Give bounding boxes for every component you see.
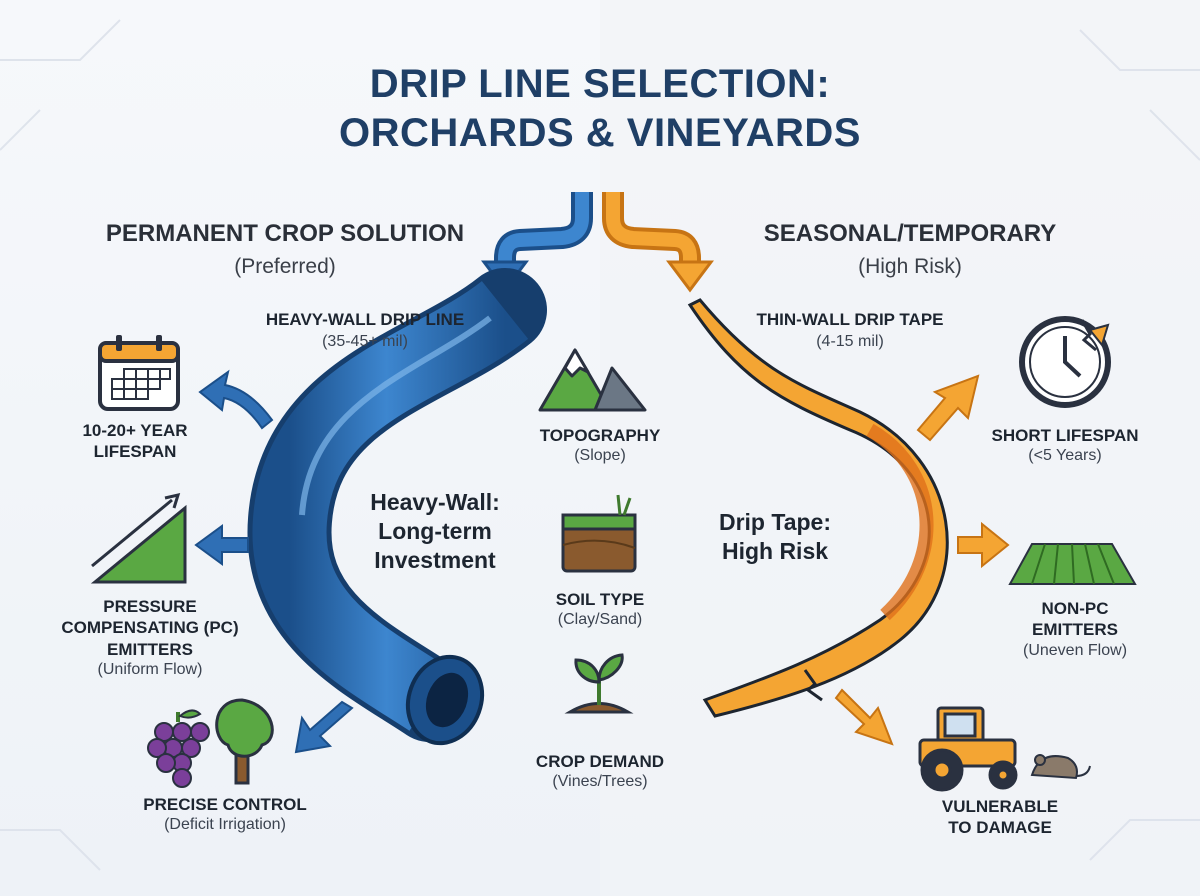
thin-wall-tape — [687, 298, 949, 718]
risk-nonpc-line-1: NON-PC — [1041, 599, 1109, 618]
risk-nonpc-line-2: EMITTERS — [1032, 620, 1118, 640]
tractor-icon — [918, 706, 1018, 792]
heavy-wall-line-2: Long-term — [378, 517, 492, 544]
factor-soil-note: (Clay/Sand) — [557, 611, 643, 629]
factor-soil-label: SOIL TYPE — [555, 590, 645, 609]
left-heading-sub: (Preferred) — [234, 255, 336, 278]
benefit-precise-line-1: PRECISE CONTROL — [143, 795, 307, 814]
benefit-lifespan-line-2: LIFESPAN — [93, 442, 177, 462]
risk-nonpc-note: (Uneven Flow) — [1022, 641, 1128, 659]
grapes-icon — [147, 709, 210, 788]
heavy-wall-line-1: Heavy-Wall: — [370, 489, 500, 515]
title-line-2: ORCHARDS & VINEYARDS — [339, 110, 861, 155]
benefit-pc-line-2: COMPENSATING (PC) — [61, 618, 239, 638]
benefit-precise-control: PRECISE CONTROL (Deficit Irrigation) — [95, 795, 355, 835]
benefit-precise-note: (Deficit Irrigation) — [164, 816, 286, 834]
left-arrows — [194, 369, 354, 754]
calendar-icon — [98, 335, 180, 411]
benefit-pc-note: (Uniform Flow) — [97, 660, 203, 678]
tape-spec: (4-15 mil) — [816, 333, 884, 350]
risk-vulnerable: VULNERABLE TO DAMAGE — [900, 796, 1100, 839]
risk-lifespan-line-1: SHORT LIFESPAN — [991, 426, 1139, 445]
right-arrows — [834, 374, 1010, 746]
factor-crop-label: CROP DEMAND — [535, 752, 665, 771]
left-heading: PERMANENT CROP SOLUTION — [105, 220, 465, 247]
title-line-1: DRIP LINE SELECTION: — [369, 62, 831, 106]
pressure-slope-icon — [90, 492, 187, 584]
mouse-icon — [1030, 754, 1091, 780]
benefit-pc-emitters: PRESSURE COMPENSATING (PC) EMITTERS (Uni… — [30, 596, 270, 679]
benefit-pc-line-1: PRESSURE — [103, 597, 197, 616]
benefit-lifespan: 10-20+ YEAR LIFESPAN — [40, 420, 230, 463]
background-lines — [0, 19, 1200, 871]
drip-tape-line-1: Drip Tape: — [718, 509, 832, 535]
factor-crop-note: (Vines/Trees) — [552, 773, 648, 791]
tape-label: THIN-WALL DRIP TAPE — [756, 310, 944, 329]
heavy-wall-center-label: Heavy-Wall: Long-term Investment — [345, 488, 525, 574]
broken-clock-icon — [1019, 316, 1111, 408]
risk-non-pc-emitters: NON-PC EMITTERS (Uneven Flow) — [985, 598, 1165, 660]
pipe-spec: (35-45+ mil) — [322, 333, 408, 350]
risk-short-lifespan: SHORT LIFESPAN (<5 Years) — [975, 426, 1155, 466]
soil-icon — [561, 494, 637, 573]
benefit-lifespan-line-1: 10-20+ YEAR — [82, 421, 188, 440]
risk-vulnerable-line-1: VULNERABLE — [941, 797, 1059, 816]
right-heading: SEASONAL/TEMPORARY — [763, 220, 1057, 247]
drip-tape-line-2: High Risk — [721, 537, 829, 564]
factor-crop-demand: CROP DEMAND (Vines/Trees) — [500, 752, 700, 792]
benefit-pc-line-3: EMITTERS — [107, 639, 193, 659]
page-title: DRIP LINE SELECTION: ORCHARDS & VINEYARD… — [0, 60, 1200, 158]
mountain-icon — [538, 348, 647, 412]
factor-soil-type: SOIL TYPE (Clay/Sand) — [510, 590, 690, 630]
drip-tape-center-label: Drip Tape: High Risk — [690, 508, 860, 566]
uneven-field-icon — [1008, 543, 1137, 585]
split-arrow-orange — [602, 192, 714, 293]
pipe-label: HEAVY-WALL DRIP LINE — [265, 310, 465, 329]
risk-lifespan-note: (<5 Years) — [1028, 447, 1102, 465]
factor-topography: TOPOGRAPHY (Slope) — [510, 426, 690, 466]
risk-vulnerable-line-2: TO DAMAGE — [948, 818, 1052, 838]
sprout-icon — [564, 653, 634, 714]
heavy-wall-pipe — [247, 268, 547, 746]
tree-icon — [215, 698, 274, 785]
right-heading-sub: (High Risk) — [858, 255, 962, 278]
factor-topography-note: (Slope) — [574, 447, 626, 465]
factor-topography-label: TOPOGRAPHY — [539, 426, 661, 445]
heavy-wall-line-3: Investment — [374, 546, 496, 573]
